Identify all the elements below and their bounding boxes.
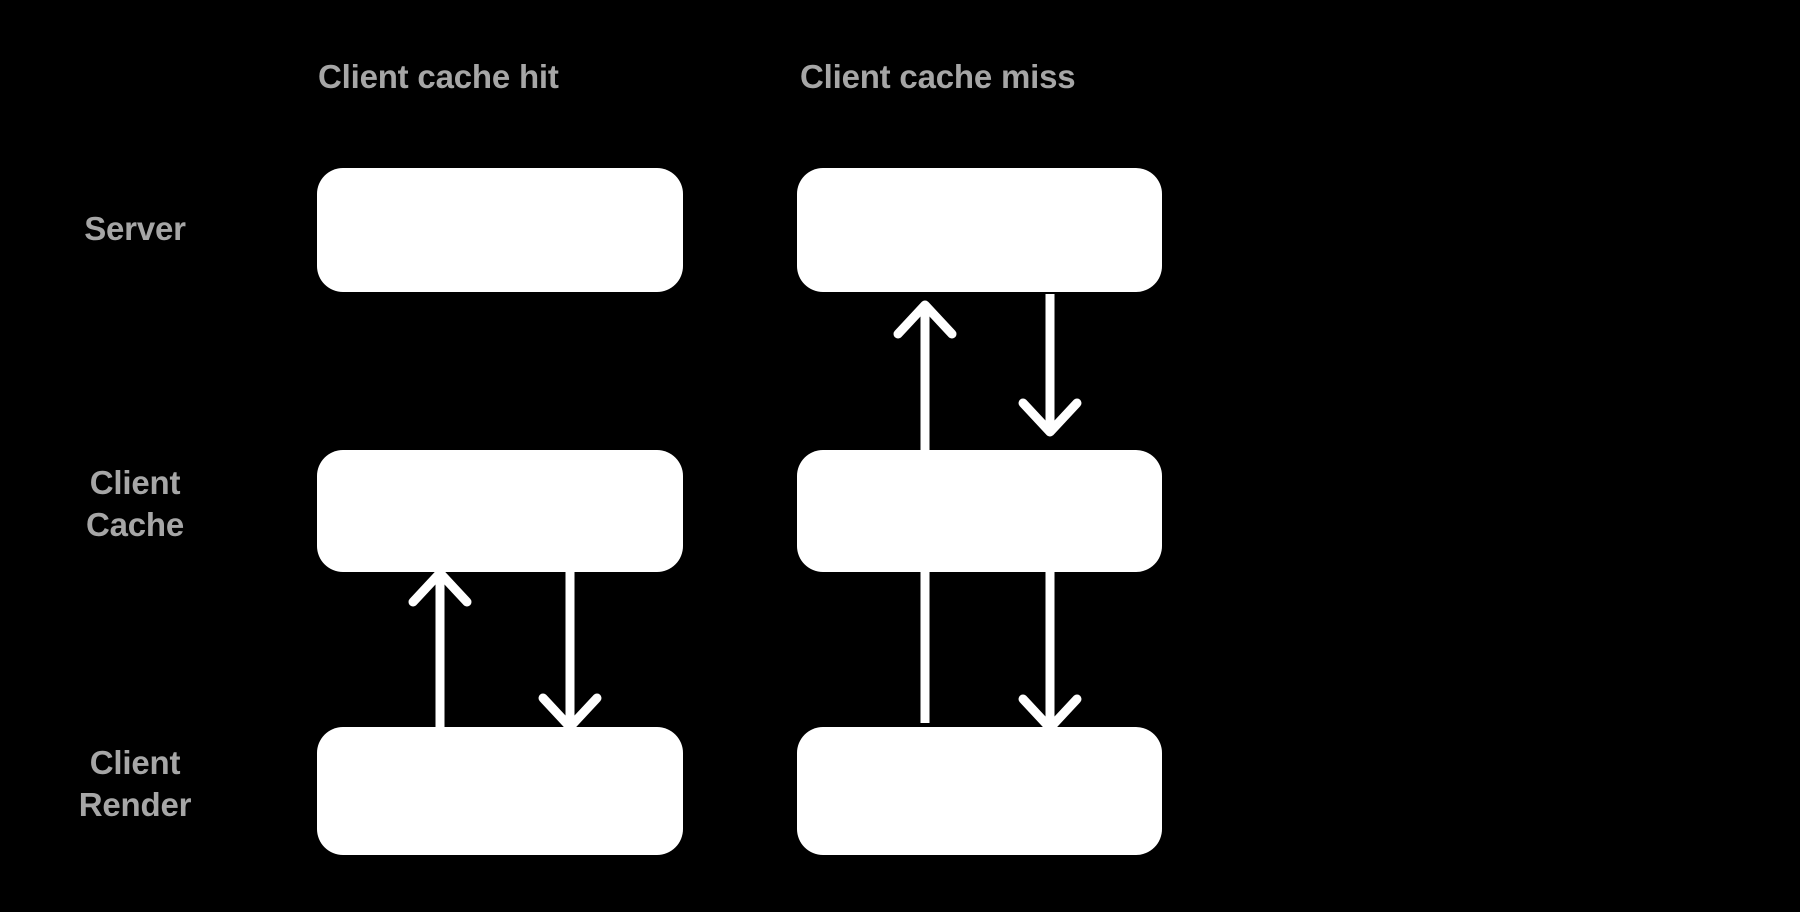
node-hit-client-cache[interactable] [317, 450, 683, 572]
node-miss-client-cache[interactable] [797, 450, 1162, 572]
node-miss-server[interactable] [797, 168, 1162, 292]
arrow-miss-render-to-server [893, 300, 957, 723]
node-miss-client-render[interactable] [797, 727, 1162, 855]
arrow-miss-server-to-cache [1018, 294, 1082, 437]
node-hit-server[interactable] [317, 168, 683, 292]
row-label-server: Server [84, 210, 186, 247]
column-header-client-cache-miss: Client cache miss [800, 58, 1076, 95]
column-header-client-cache-hit: Client cache hit [318, 58, 559, 95]
arrow-miss-cache-to-render [1018, 572, 1082, 733]
arrow-hit-render-to-cache [408, 568, 472, 731]
node-hit-client-render[interactable] [317, 727, 683, 855]
arrow-hit-cache-to-render [538, 569, 602, 732]
